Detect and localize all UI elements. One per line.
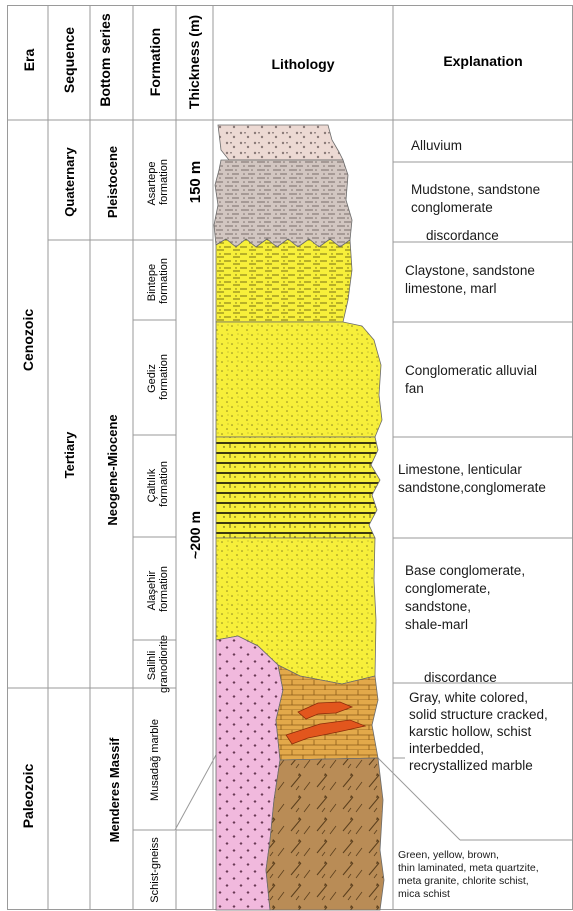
sequence-tertiary: Tertiary: [62, 431, 77, 478]
formation-alasehir-line1: Alaşehir: [146, 570, 158, 610]
header-formation: Formation: [147, 28, 163, 96]
formation-salihli-line1: Salihli: [146, 651, 158, 680]
explanation-schist: Green, yellow, brown, thin laminated, me…: [398, 849, 542, 900]
explanation-base: Base conglomerate, conglomerate, sandsto…: [405, 563, 529, 632]
formation-alasehir-line2: formation: [158, 566, 170, 612]
header-sequence: Sequence: [61, 27, 77, 93]
explanation-limestone: Limestone, lenticular sandstone,conglome…: [398, 462, 546, 495]
sequence-quaternary: Quaternary: [62, 147, 77, 217]
explanation-claystone: Claystone, sandstone limestone, marl: [405, 263, 539, 296]
formation-salihli-line2: granodiorite: [158, 635, 170, 693]
header-lithology: Lithology: [272, 56, 335, 72]
header-bottom-series: Bottom series: [97, 13, 113, 107]
series-neogene: Neogene-Miocene: [105, 414, 120, 525]
header-explanation: Explanation: [443, 53, 522, 69]
mudstone-layer: [214, 160, 352, 247]
explanation-schist-line4: mica schist: [398, 888, 450, 900]
explanation-discordance-lower: discordance: [424, 670, 497, 685]
era-cenozoic: Cenozoic: [20, 309, 36, 371]
explanation-claystone-line1: Claystone, sandstone: [405, 263, 535, 278]
explanation-mudstone-line1: Mudstone, sandstone: [411, 182, 540, 197]
explanation-discordance-upper: discordance: [426, 228, 499, 243]
formation-asartepe: Asartepe formation: [146, 158, 170, 205]
explanation-base-line3: sandstone,: [405, 599, 471, 614]
thickness-lower: ~200 m: [187, 511, 203, 559]
explanation-base-line4: shale-marl: [405, 617, 468, 632]
formation-caltilik: Çaltılık formation: [146, 461, 170, 507]
formation-schist: Schist-gneiss: [149, 837, 161, 903]
header-bottom-series-label: Bottom series: [97, 13, 113, 107]
era-paleozoic: Paleozoic: [20, 764, 36, 829]
explanation-base-line1: Base conglomerate,: [405, 563, 525, 578]
explanation-fan-line1: Conglomeratic alluvial: [405, 363, 537, 378]
limestone-layer: [216, 437, 380, 538]
explanation-marble-line4: interbedded,: [409, 741, 484, 756]
series-pleistocene: Pleistocene: [105, 146, 120, 218]
explanation-base-line2: conglomerate,: [405, 581, 491, 596]
explanation-limestone-line1: Limestone, lenticular: [398, 462, 522, 477]
explanation-limestone-line2: sandstone,conglomerate: [398, 480, 546, 495]
formation-caltilik-line2: formation: [158, 461, 170, 507]
formation-bintepe: Bintepe formation: [146, 258, 170, 304]
sequence-menderes: Menderes Massif: [107, 737, 122, 842]
formation-gediz: Gediz formation: [146, 354, 170, 400]
explanation-mudstone: Mudstone, sandstone conglomerate: [411, 182, 544, 215]
conglomerate-fan-layer: [216, 322, 382, 437]
formation-alasehir: Alaşehir formation: [146, 566, 170, 612]
explanation-marble-line1: Gray, white colored,: [409, 690, 528, 705]
header-thickness: Thickness (m): [186, 15, 202, 109]
explanation-marble-line2: solid structure cracked,: [409, 707, 548, 722]
explanation-marble-line3: karstic hollow, schist: [409, 724, 532, 739]
schist-gneiss-layer: [266, 758, 384, 910]
explanation-alluvium: Alluvium: [411, 138, 462, 153]
explanation-claystone-line2: limestone, marl: [405, 281, 497, 296]
lithology-column: [214, 125, 384, 910]
explanation-schist-line3: meta granite, chlorite schist,: [398, 875, 529, 887]
formation-salihli: Salihli granodiorite: [146, 635, 170, 693]
alluvium-layer: [218, 125, 343, 160]
formation-asartepe-line1: Asartepe: [146, 162, 158, 206]
explanation-fan-line2: fan: [405, 381, 424, 396]
claystone-layer: [216, 239, 352, 322]
formation-asartepe-line2: formation: [158, 159, 170, 205]
explanation-marble-line5: recrystallized marble: [409, 758, 533, 773]
formation-bintepe-line1: Bintepe: [146, 264, 158, 301]
explanation-fan: Conglomeratic alluvial fan: [405, 363, 541, 396]
formation-caltilik-line1: Çaltılık: [146, 468, 158, 502]
explanation-marble: Gray, white colored, solid structure cra…: [409, 690, 552, 773]
formation-gediz-line2: formation: [158, 354, 170, 400]
explanation-schist-line2: thin laminated, meta quartzite,: [398, 862, 539, 874]
explanation-schist-line1: Green, yellow, brown,: [398, 849, 499, 861]
formation-bintepe-line2: formation: [158, 258, 170, 304]
formation-musadag: Musadağ marble: [149, 719, 161, 801]
header-era: Era: [21, 49, 37, 72]
formation-gediz-line1: Gediz: [146, 364, 158, 393]
thickness-upper: 150 m: [187, 161, 204, 204]
explanation-mudstone-line2: conglomerate: [411, 200, 493, 215]
